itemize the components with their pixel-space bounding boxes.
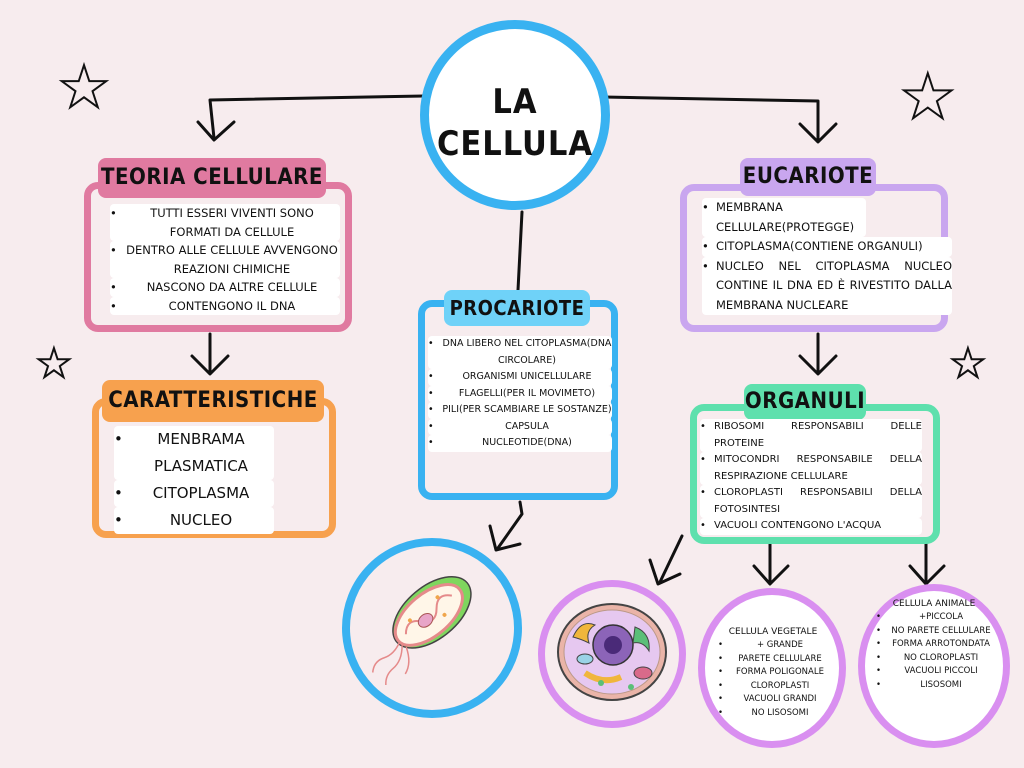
list-item: + GRANDE: [718, 639, 828, 653]
list-item: CITOPLASMA(CONTIENE ORGANULI): [702, 237, 952, 257]
list-item: NO LISOSOMI: [718, 707, 828, 721]
list-item: RIBOSOMI RESPONSABILI DELLE PROTEINE: [700, 419, 922, 452]
connector-eucariote: [602, 95, 820, 142]
list-item: MENBRAMA PLASMATICA: [114, 426, 274, 480]
center-circle: LA CELLULA: [420, 20, 610, 210]
list-item: VACUOLI GRANDI: [718, 693, 828, 707]
arrowhead-bacteria: [488, 524, 522, 552]
list-item: +PICCOLA: [876, 611, 992, 625]
connector-procariote: [516, 210, 524, 292]
list-item: FLAGELLI(PER IL MOVIMETO): [428, 385, 612, 402]
caratteristiche-title: CARATTERISTICHE: [102, 380, 324, 422]
connector-cell-image: [658, 534, 684, 584]
list-item: CLOROPLASTI: [718, 680, 828, 694]
vegetale-list: + GRANDE PARETE CELLULARE FORMA POLIGONA…: [718, 639, 828, 720]
connector-teoria: [208, 94, 426, 140]
list-item: DNA LIBERO NEL CITOPLASMA(DNA CIRCOLARE): [428, 336, 612, 369]
list-item: NO CLOROPLASTI: [876, 652, 992, 666]
star-icon: ★: [35, 341, 73, 387]
arrowhead-teoria: [196, 120, 236, 142]
star-icon: ★: [899, 60, 957, 133]
arrowhead-organuli: [798, 354, 838, 376]
animale-text: CELLULA ANIMALE +PICCOLA NO PARETE CELLU…: [876, 598, 992, 692]
list-item: NASCONO DA ALTRE CELLULE: [110, 278, 340, 297]
arrowhead-eucariote: [798, 122, 838, 144]
list-item: MEMBRANA CELLULARE(PROTEGGE): [702, 198, 866, 237]
organuli-title: ORGANULI: [744, 384, 866, 420]
page-title: LA CELLULA: [436, 82, 594, 164]
connector-bacteria: [496, 500, 524, 550]
star-icon: ★: [949, 341, 987, 387]
list-item: CONTENGONO IL DNA: [110, 296, 340, 315]
animal-cell-image: [557, 603, 667, 701]
list-item: NUCLEO: [114, 507, 274, 534]
eucariote-list: MEMBRANA CELLULARE(PROTEGGE) CITOPLASMA(…: [702, 198, 952, 315]
list-item: CLOROPLASTI RESPONSABILI DELLA FOTOSINTE…: [700, 485, 922, 518]
organuli-list: RIBOSOMI RESPONSABILI DELLE PROTEINE MIT…: [700, 419, 922, 535]
list-item: NO PARETE CELLULARE: [876, 625, 992, 639]
list-item: PILI(PER SCAMBIARE LE SOSTANZE): [428, 402, 612, 419]
eucariote-title: EUCARIOTE: [740, 158, 876, 196]
arrowhead-vegetale: [752, 564, 790, 586]
list-item: FORMA ARROTONDATA: [876, 638, 992, 652]
list-item: VACUOLI CONTENGONO L'ACQUA: [700, 518, 922, 535]
vegetale-title: CELLULA VEGETALE: [728, 627, 818, 637]
animale-title: CELLULA ANIMALE: [892, 599, 976, 609]
vegetale-text: CELLULA VEGETALE + GRANDE PARETE CELLULA…: [718, 626, 828, 720]
list-item: CITOPLASMA: [114, 480, 274, 507]
animale-list: +PICCOLA NO PARETE CELLULARE FORMA ARROT…: [876, 611, 992, 692]
list-item: PARETE CELLULARE: [718, 653, 828, 667]
list-item: TUTTI ESSERI VIVENTI SONO FORMATI DA CEL…: [110, 204, 340, 241]
procariote-title: PROCARIOTE: [444, 290, 590, 326]
caratteristiche-list: MENBRAMA PLASMATICA CITOPLASMA NUCLEO: [114, 426, 274, 534]
list-item: CAPSULA: [428, 418, 612, 435]
list-item: ORGANISMI UNICELLULARE: [428, 369, 612, 386]
arrowhead-caratteristiche: [190, 354, 230, 376]
procariote-image-circle: [342, 538, 522, 718]
list-item: DENTRO ALLE CELLULE AVVENGONO REAZIONI C…: [110, 241, 340, 278]
list-item: NUCLEOTIDE(DNA): [428, 435, 612, 452]
star-icon: ★: [57, 53, 111, 121]
list-item: VACUOLI PICCOLI: [876, 665, 992, 679]
procariote-list: DNA LIBERO NEL CITOPLASMA(DNA CIRCOLARE)…: [428, 336, 612, 452]
list-item: NUCLEO NEL CITOPLASMA NUCLEO CONTINE IL …: [702, 256, 952, 315]
arrowhead-cell-image: [648, 558, 682, 586]
teoria-title: TEORIA CELLULARE: [98, 158, 326, 198]
list-item: FORMA POLIGONALE: [718, 666, 828, 680]
list-item: LISOSOMI: [876, 679, 992, 693]
eucariote-image-circle: [538, 580, 686, 728]
list-item: MITOCONDRI RESPONSABILE DELLA RESPIRAZIO…: [700, 452, 922, 485]
teoria-list: TUTTI ESSERI VIVENTI SONO FORMATI DA CEL…: [110, 204, 340, 315]
bacterium-image: [371, 575, 472, 686]
